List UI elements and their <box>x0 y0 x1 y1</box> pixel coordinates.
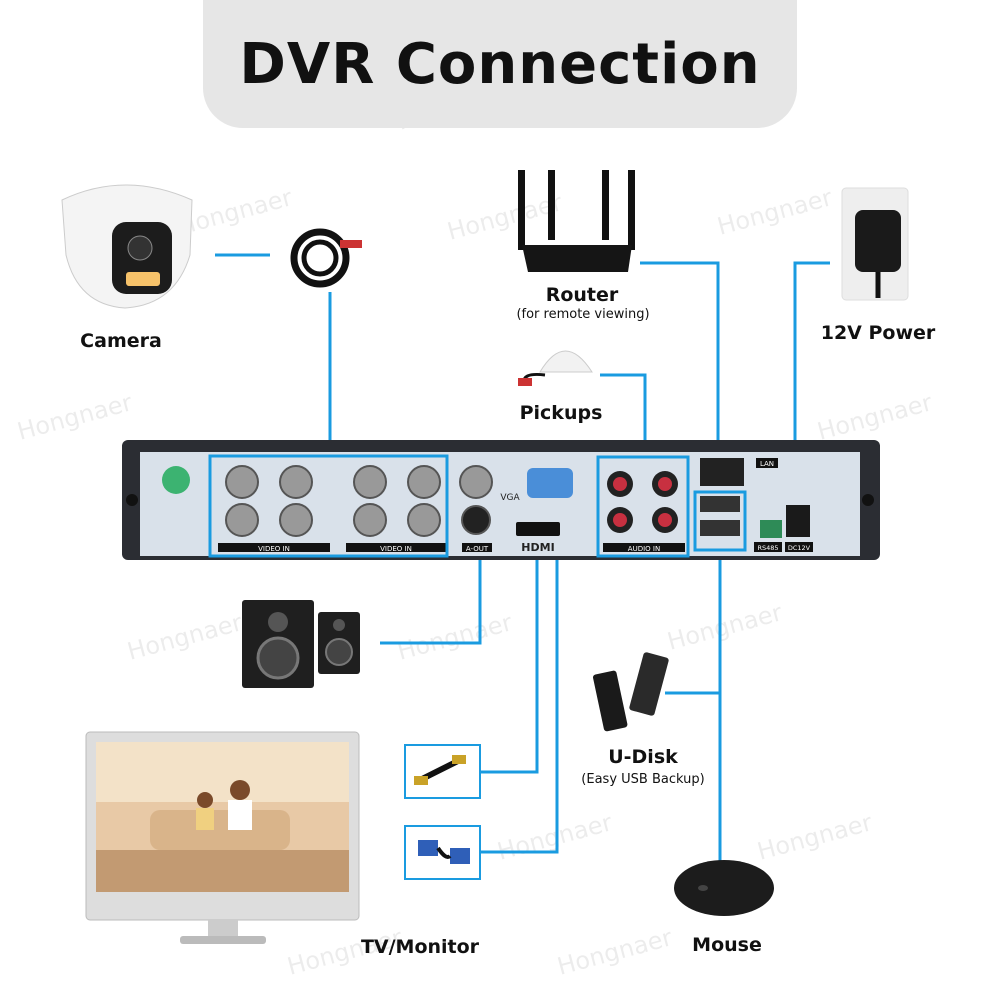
audio-in-ports <box>607 471 678 533</box>
vga-cable-box <box>404 825 481 880</box>
lan-port <box>700 458 744 486</box>
page-title: DVR Connection <box>239 31 761 97</box>
svg-text:Hongnaer: Hongnaer <box>754 808 875 866</box>
pickups-label: Pickups <box>519 402 603 424</box>
usb-port-1 <box>700 496 740 512</box>
svg-text:Hongnaer: Hongnaer <box>394 608 515 666</box>
svg-text:Hongnaer: Hongnaer <box>174 183 295 241</box>
udisk-note: (Easy USB Backup) <box>581 772 705 787</box>
svg-text:Hongnaer: Hongnaer <box>814 388 935 446</box>
power-adapter-image <box>841 187 909 301</box>
power-line <box>793 261 830 515</box>
ground-terminal <box>162 466 190 494</box>
camera-label: Camera <box>80 330 162 352</box>
monitor-image <box>85 731 360 944</box>
router-line <box>640 261 720 460</box>
svg-text:Hongnaer: Hongnaer <box>444 188 565 246</box>
router-image <box>518 170 635 272</box>
lan-label: LAN <box>760 460 774 468</box>
video-in-label-1: VIDEO IN <box>258 545 290 553</box>
svg-text:Hongnaer: Hongnaer <box>14 388 135 446</box>
video-in-highlight <box>208 454 449 558</box>
hdmi-port <box>516 522 560 536</box>
title-banner: DVR Connection <box>203 0 797 128</box>
usb-highlight <box>693 490 747 552</box>
svg-text:Hongnaer: Hongnaer <box>664 598 785 656</box>
dc12v-label: DC12V <box>788 544 811 552</box>
video-in-ports <box>225 465 493 537</box>
bnc-cable-image <box>290 228 362 288</box>
pickup-microphone-image <box>518 350 593 386</box>
hdmi-line <box>480 530 539 774</box>
hdmi-label: HDMI <box>521 541 554 554</box>
svg-text:Hongnaer: Hongnaer <box>124 608 245 666</box>
router-note: (for remote viewing) <box>516 307 650 322</box>
audio-in-label: AUDIO IN <box>628 545 660 553</box>
usb-disk-image <box>592 652 669 732</box>
dc12v-port <box>786 505 810 537</box>
mouse-label: Mouse <box>692 934 762 956</box>
svg-text:Hongnaer: Hongnaer <box>554 923 675 981</box>
svg-text:Hongnaer: Hongnaer <box>494 808 615 866</box>
audio-in-highlight <box>596 455 690 558</box>
vga-label: VGA <box>500 493 520 503</box>
rs485-terminal <box>760 520 782 538</box>
camera-image <box>61 184 193 309</box>
mouse-image <box>674 860 774 916</box>
vga-port <box>527 468 573 498</box>
monitor-label: TV/Monitor <box>360 936 480 958</box>
usb-port-2 <box>700 520 740 536</box>
router-label: Router <box>545 284 619 306</box>
video-in-label-2: VIDEO IN <box>380 545 412 553</box>
pickups-line <box>600 373 647 458</box>
power-label: 12V Power <box>820 322 936 344</box>
vga-line <box>480 490 559 854</box>
svg-text:Hongnaer: Hongnaer <box>714 183 835 241</box>
speakers-image <box>242 600 360 688</box>
rs485-label: RS485 <box>757 544 778 552</box>
dvr-recorder: VIDEO IN VIDEO IN A-OUT VGA HDMI AUDIO I… <box>122 440 880 560</box>
udisk-label: U-Disk <box>608 746 678 768</box>
hdmi-cable-box <box>404 744 481 799</box>
a-out-label: A-OUT <box>466 545 489 553</box>
